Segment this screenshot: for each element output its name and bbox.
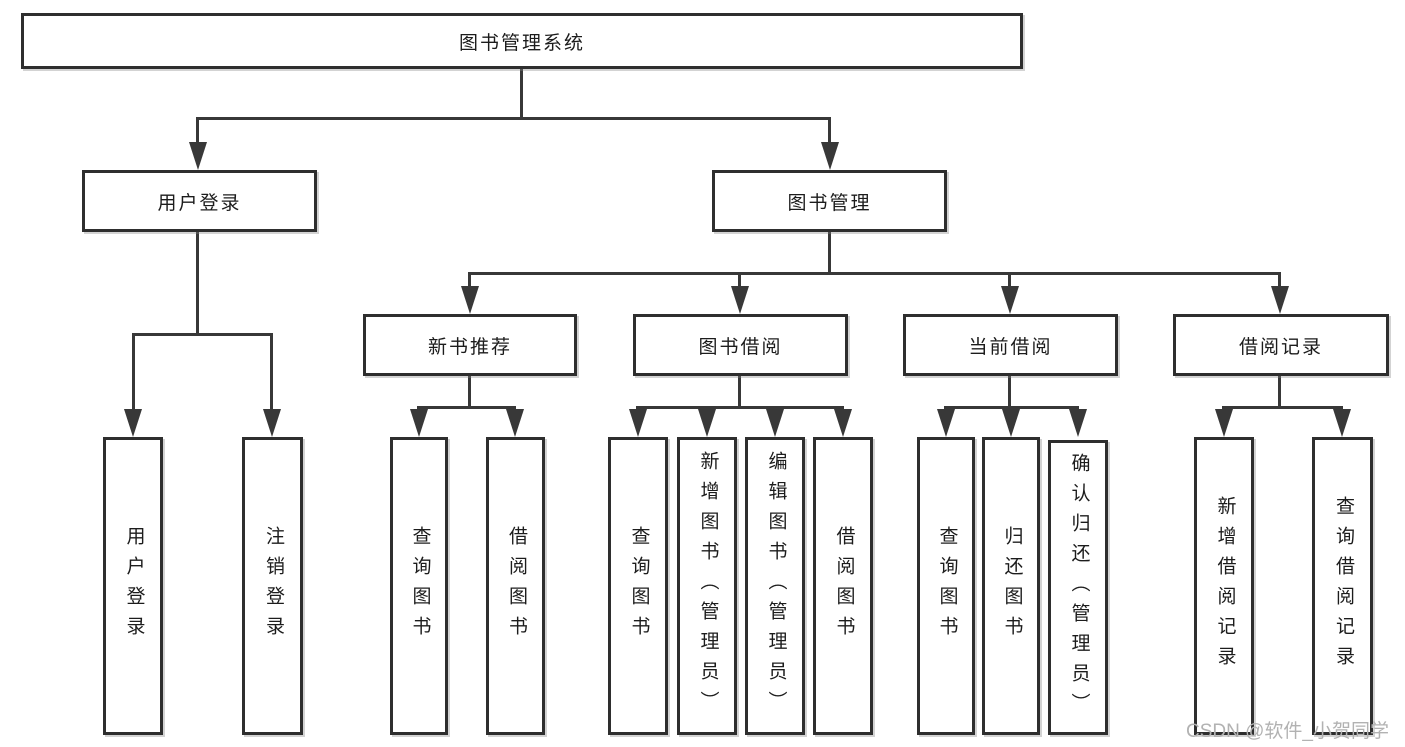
- leaf-logout: 注销登录: [242, 437, 303, 735]
- leaf-add-books-admin: 新增图书（管理员）: [677, 437, 737, 735]
- leaf-add-borrow-record: 新增借阅记录: [1194, 437, 1254, 735]
- leaf-return-books: 归还图书: [982, 437, 1040, 735]
- arrow-down-icon: [1215, 409, 1233, 437]
- node-label: 查询图书: [628, 526, 650, 646]
- connector-line: [636, 406, 844, 409]
- arrow-down-icon: [937, 409, 955, 437]
- connector-line: [1008, 272, 1011, 290]
- node-library-management-system: 图书管理系统: [21, 13, 1023, 69]
- arrow-down-icon: [1333, 409, 1351, 437]
- connector-line: [468, 376, 471, 409]
- node-label: 查询图书: [409, 526, 431, 646]
- connector-line: [1222, 406, 1343, 409]
- leaf-borrow-books: 借阅图书: [813, 437, 873, 735]
- arrow-down-icon: [189, 142, 207, 170]
- arrow-down-icon: [1271, 286, 1289, 314]
- arrow-down-icon: [698, 409, 716, 437]
- leaf-edit-books-admin: 编辑图书（管理员）: [745, 437, 805, 735]
- connector-line: [468, 272, 471, 290]
- connector-line: [828, 117, 831, 146]
- connector-line: [196, 232, 199, 336]
- node-new-book-recommend: 新书推荐: [363, 314, 577, 376]
- leaf-borrow-books-recommend: 借阅图书: [486, 437, 545, 735]
- node-label: 图书借阅: [698, 336, 783, 358]
- node-user-login: 用户登录: [82, 170, 317, 232]
- arrow-down-icon: [124, 409, 142, 437]
- leaf-query-books-recommend: 查询图书: [390, 437, 448, 735]
- node-label: 新书推荐: [427, 336, 512, 358]
- node-label: 查询借阅记录: [1332, 496, 1354, 676]
- leaf-query-borrow-record: 查询借阅记录: [1312, 437, 1373, 735]
- node-label: 当前借阅: [968, 336, 1053, 358]
- node-label: 用户登录: [157, 192, 242, 214]
- connector-line: [520, 68, 523, 119]
- node-label: 借阅图书: [833, 526, 855, 646]
- node-label: 新增图书（管理员）: [697, 451, 719, 721]
- arrow-down-icon: [766, 409, 784, 437]
- node-label: 归还图书: [1001, 526, 1023, 646]
- node-borrowing-records: 借阅记录: [1173, 314, 1389, 376]
- node-label: 用户登录: [123, 526, 145, 646]
- connector-line: [828, 232, 831, 275]
- connector-line: [132, 333, 135, 412]
- node-label: 查询图书: [936, 526, 958, 646]
- arrow-down-icon: [410, 409, 428, 437]
- connector-line: [1278, 376, 1281, 409]
- connector-line: [417, 406, 516, 409]
- node-label: 借阅记录: [1238, 336, 1323, 358]
- arrow-down-icon: [629, 409, 647, 437]
- arrow-down-icon: [731, 286, 749, 314]
- node-label: 图书管理系统: [458, 32, 585, 54]
- connector-line: [468, 272, 1281, 275]
- node-label: 借阅图书: [505, 526, 527, 646]
- connector-line: [738, 376, 741, 409]
- connector-line: [1008, 376, 1011, 409]
- arrow-down-icon: [263, 409, 281, 437]
- connector-line: [132, 333, 273, 336]
- node-label: 图书管理: [787, 192, 872, 214]
- connector-line: [196, 117, 199, 146]
- node-label: 编辑图书（管理员）: [765, 451, 787, 721]
- node-book-borrowing: 图书借阅: [633, 314, 848, 376]
- connector-line: [738, 272, 741, 290]
- node-book-management: 图书管理: [712, 170, 947, 232]
- connector-line: [196, 117, 831, 120]
- leaf-user-login: 用户登录: [103, 437, 163, 735]
- csdn-watermark: CSDN @软件_小贺同学: [1186, 721, 1389, 742]
- connector-line: [1278, 272, 1281, 290]
- connector-line: [270, 333, 273, 412]
- arrow-down-icon: [461, 286, 479, 314]
- arrow-down-icon: [1001, 286, 1019, 314]
- arrow-down-icon: [506, 409, 524, 437]
- arrow-down-icon: [821, 142, 839, 170]
- arrow-down-icon: [834, 409, 852, 437]
- arrow-down-icon: [1069, 409, 1087, 437]
- leaf-query-books-borrow: 查询图书: [608, 437, 668, 735]
- arrow-down-icon: [1002, 409, 1020, 437]
- node-label: 新增借阅记录: [1214, 496, 1236, 676]
- node-label: 注销登录: [262, 526, 284, 646]
- node-current-borrowing: 当前借阅: [903, 314, 1118, 376]
- leaf-query-books-current: 查询图书: [917, 437, 975, 735]
- leaf-confirm-return-admin: 确认归还（管理员）: [1048, 440, 1108, 735]
- node-label: 确认归还（管理员）: [1068, 452, 1090, 723]
